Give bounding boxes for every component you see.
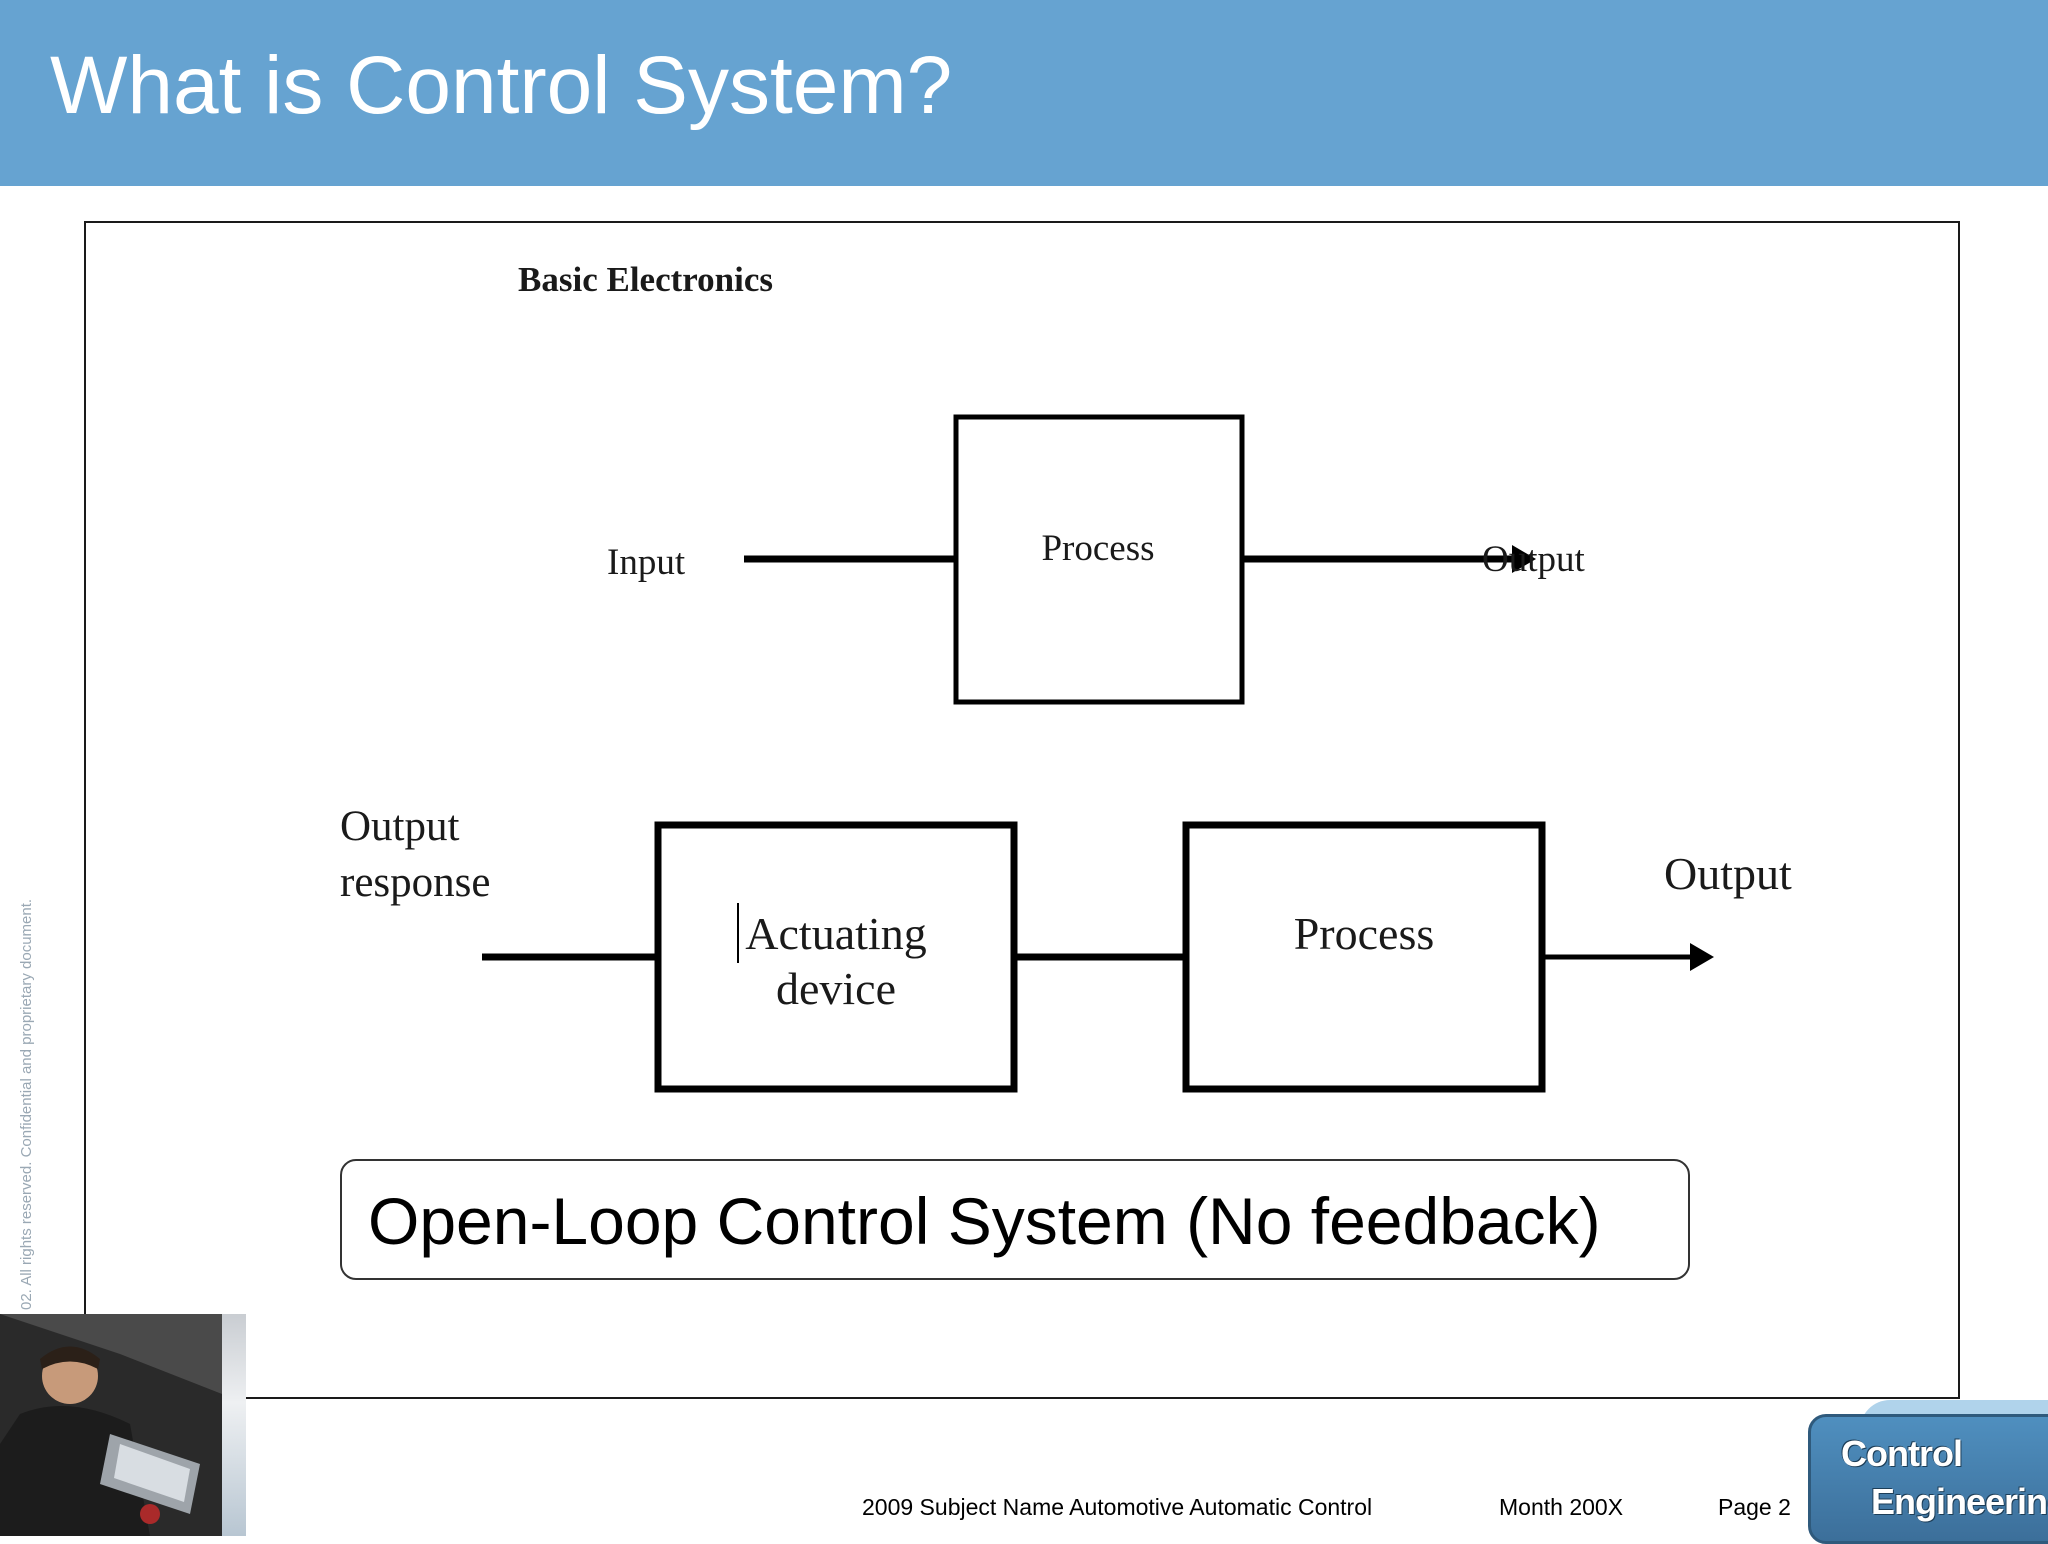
logo-line2: Engineering [1871,1481,2048,1522]
top-process-box [953,414,1245,705]
footer-date: Month 200X [1499,1494,1624,1520]
actuating-device-label-line1: Actuating [745,908,926,959]
footer-subject: 2009 Subject Name Automotive Automatic C… [862,1494,1373,1520]
title-bar: What is Control System? [0,0,2048,186]
engineer-photo [0,1314,222,1536]
bottom-output-arrowhead [1690,943,1714,971]
photo-edge-strip [222,1314,246,1536]
bottom-input-label-line2: response [340,859,490,906]
engineer-photo-illustration [0,1314,222,1536]
actuating-device-label-line2: device [776,963,896,1014]
diagram-heading: Basic Electronics [518,260,773,299]
caption-text: Open-Loop Control System (No feedback) [368,1184,1601,1258]
top-process-label: Process [1041,528,1154,569]
top-input-label: Input [607,542,686,583]
block-diagram: Basic Electronics Input Process Output O… [340,260,1792,1093]
control-engineering-logo: Control Engineering [1808,1414,2048,1544]
bottom-process-label: Process [1294,908,1435,959]
top-output-label: Output [1482,539,1586,580]
bottom-output-label: Output [1664,848,1792,899]
actuating-device-box [654,821,1018,1093]
side-copyright-text: 02. All rights reserved. Confidential an… [18,898,35,1310]
slide-title: What is Control System? [50,40,953,131]
caption-box: Open-Loop Control System (No feedback) [340,1159,1690,1280]
logo-line1: Control [1841,1433,1963,1474]
footer-page-number: Page 2 [1718,1494,1791,1520]
top-output-arrowhead [1512,545,1536,573]
bottom-input-label-line1: Output [340,803,460,850]
